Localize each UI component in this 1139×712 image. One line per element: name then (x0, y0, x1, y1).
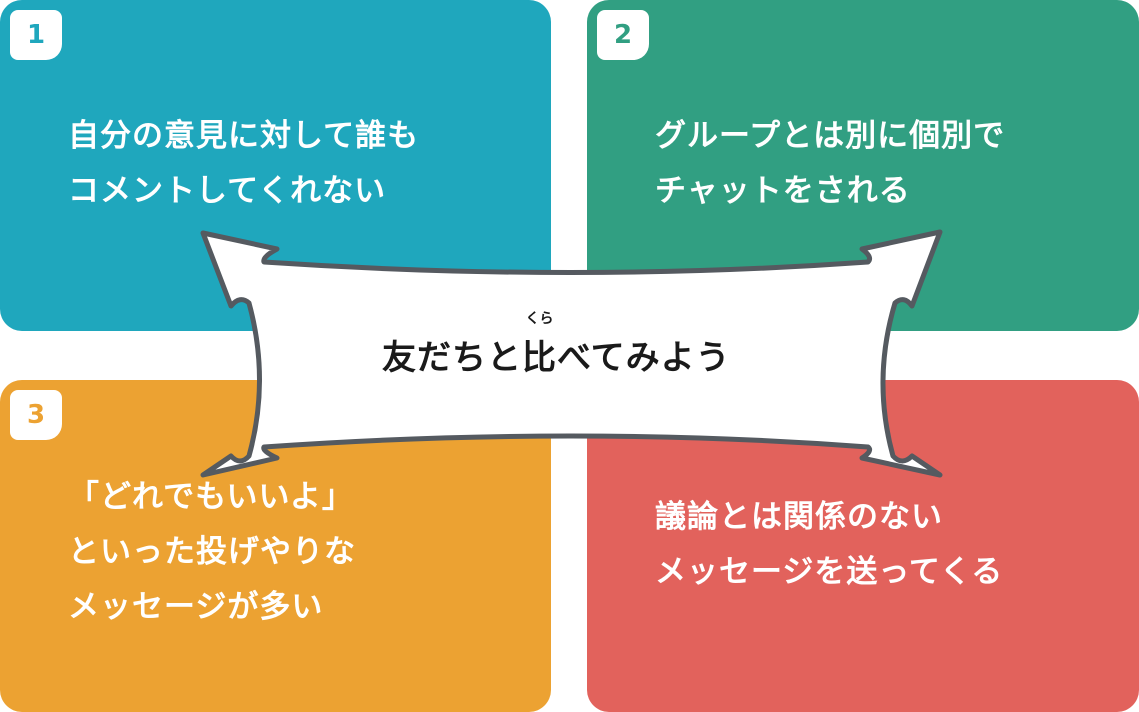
card-text-line: メッセージが多い (68, 589, 324, 625)
card-text: 「どれでもいいよ」 といった投げやりな メッセージが多い (68, 470, 356, 635)
card-text: グループとは別に個別で チャットをされる (655, 109, 1005, 219)
ruby-base: 比 (522, 338, 557, 378)
card-number-badge: 2 (597, 10, 649, 60)
card-text-line: コメントしてくれない (68, 173, 387, 209)
card-text-line: グループとは別に個別で (655, 118, 1006, 154)
ruby-word: くら比 (522, 311, 557, 379)
card-text-line: 自分の意見に対して誰も (68, 118, 420, 154)
card-text-line: といった投げやりな (68, 534, 356, 570)
card-text-line: メッセージを送ってくる (655, 554, 1004, 590)
card-text-line: 議論とは関係のない (655, 499, 943, 535)
card-text-line: チャットをされる (655, 173, 911, 209)
banner-shape (200, 229, 943, 478)
card-text-line: 「どれでもいいよ」 (68, 479, 354, 515)
card-number: 3 (26, 400, 46, 430)
banner-title: 友だちとくら比べてみよう (382, 311, 731, 379)
ruby-reading: くら (525, 311, 554, 327)
banner-title-suffix: べてみよう (557, 338, 731, 378)
card-number: 2 (613, 20, 633, 50)
card-number-badge: 1 (10, 10, 62, 60)
card-text: 自分の意見に対して誰も コメントしてくれない (68, 109, 419, 219)
card-number: 1 (26, 20, 46, 50)
banner-title-prefix: 友だちと (382, 338, 522, 378)
card-number-badge: 3 (10, 390, 62, 440)
card-text: 議論とは関係のない メッセージを送ってくる (655, 490, 1003, 600)
